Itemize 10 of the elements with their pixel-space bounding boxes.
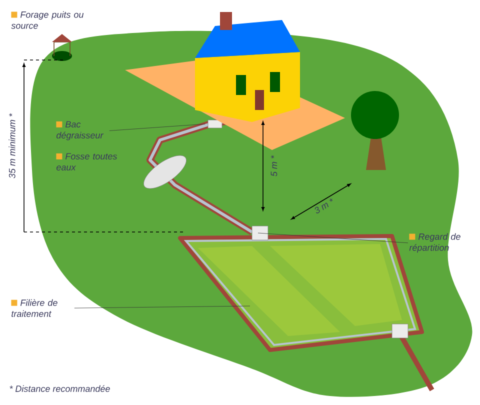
dimension-label: 5 m *: [270, 155, 278, 176]
callout-label: Forage puits ou source: [11, 11, 84, 29]
callout-label: Bac dégraisseur: [56, 121, 104, 140]
dimension-label: 35 m minimum *: [8, 113, 16, 178]
leader-line: [109, 124, 206, 131]
leader-line: [74, 306, 250, 308]
dimension-label: 3 m *: [314, 198, 333, 214]
callout-label: Fosse toutes eaux: [56, 153, 118, 170]
callout-label: Filière de traitement: [11, 299, 58, 317]
footnote: * Distance recommandée: [10, 385, 110, 392]
